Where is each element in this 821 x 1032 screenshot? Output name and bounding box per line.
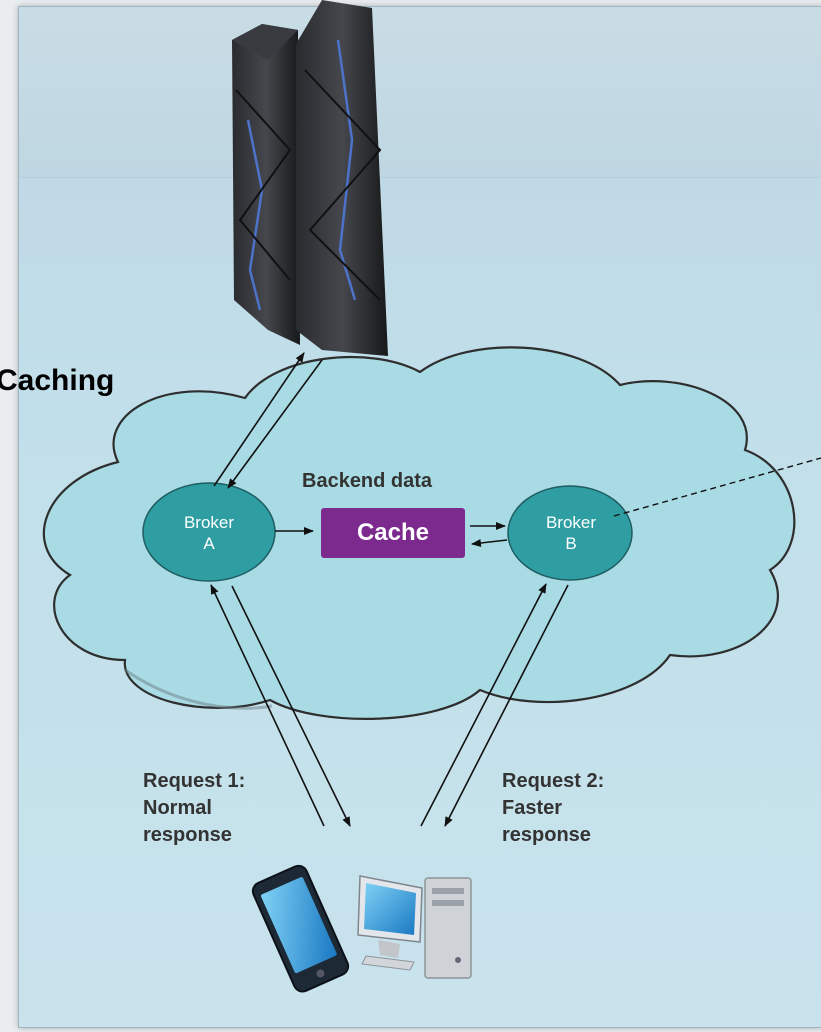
- dashed-connector: [613, 457, 821, 517]
- broker-a-line1: Broker: [183, 513, 235, 532]
- arrow-broker-b-to-client: [444, 584, 569, 827]
- arrow-broker-b-to-cache: [471, 539, 508, 547]
- request-1-label: Request 1: Normal response: [143, 768, 245, 849]
- panel-header-band: [19, 7, 821, 178]
- broker-b-node: [507, 485, 633, 581]
- broker-b-line1: Broker: [545, 513, 597, 532]
- request-2-line1: Request 2:: [502, 770, 605, 792]
- request-2-line3: response: [502, 824, 591, 846]
- broker-b-line2: B: [565, 534, 577, 553]
- backend-data-label: Backend data: [302, 470, 433, 492]
- arrow-client-to-broker-b: [420, 583, 547, 827]
- cache-label: Cache: [356, 519, 430, 546]
- broker-a-node: [142, 482, 276, 582]
- cache-box: Cache: [321, 508, 465, 558]
- broker-b-label: Broker B: [528, 512, 614, 554]
- arrow-backend-to-broker-a: [227, 359, 323, 489]
- slide-title: Caching: [0, 364, 115, 397]
- request-1-line1: Request 1:: [143, 770, 246, 792]
- request-1-line2: Normal: [143, 797, 212, 819]
- smartphone-icon: [251, 864, 350, 993]
- mainframe-server-icon: [232, 0, 388, 356]
- arrow-client-to-broker-a: [210, 584, 325, 827]
- broker-a-label: Broker A: [166, 512, 252, 554]
- broker-a-line2: A: [203, 534, 215, 553]
- desktop-computer-icon: [357, 875, 472, 979]
- arrow-broker-a-to-backend: [213, 352, 305, 487]
- request-2-line2: Faster: [502, 797, 563, 819]
- request-1-line3: response: [143, 824, 232, 846]
- request-2-label: Request 2: Faster response: [502, 768, 604, 849]
- arrow-broker-a-to-client: [231, 585, 351, 827]
